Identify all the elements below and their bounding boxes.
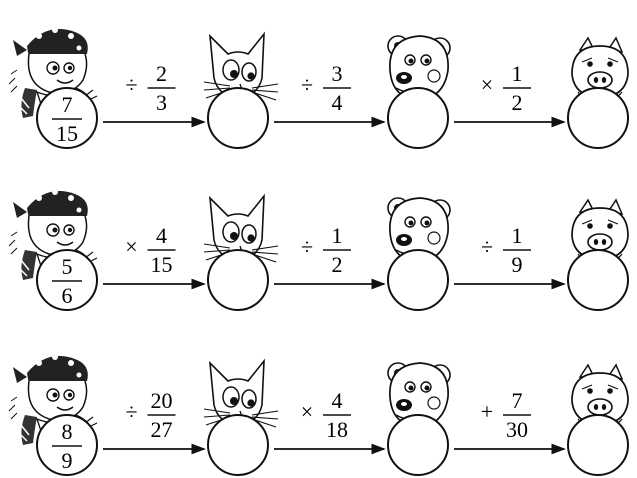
operator-symbol: ÷: [125, 72, 137, 97]
operand-denominator: 27: [151, 417, 173, 442]
start-numerator: 8: [62, 419, 73, 444]
operation-3: +7 30: [481, 388, 531, 442]
start-denominator: 6: [62, 283, 73, 308]
operand-denominator: 9: [512, 252, 523, 277]
operator-symbol: ×: [301, 399, 313, 424]
operator-symbol: ×: [125, 234, 137, 259]
operand-numerator: 3: [332, 61, 343, 86]
answer-circle-3[interactable]: [567, 249, 629, 311]
operator-symbol: ÷: [301, 234, 313, 259]
operand-numerator: 7: [512, 388, 523, 413]
operation-3: × 1 2: [481, 61, 531, 115]
start-denominator: 15: [56, 121, 78, 146]
answer-circle-1[interactable]: [207, 87, 269, 149]
operand-numerator: 1: [512, 61, 523, 86]
start-circle: [36, 87, 98, 149]
operand-numerator: 1: [512, 223, 523, 248]
operation-1: ÷ 2 3: [125, 61, 176, 115]
answer-circle-2[interactable]: [387, 87, 449, 149]
operator-symbol: ÷: [301, 72, 313, 97]
start-fraction: 715: [52, 92, 82, 146]
start-denominator: 9: [62, 448, 73, 473]
operand-numerator: 1: [332, 223, 343, 248]
row-2: 56×415÷12÷19: [8, 188, 629, 311]
answer-circle-3[interactable]: [567, 87, 629, 149]
operation-1: × 4 15: [125, 223, 176, 277]
operand-numerator: 4: [332, 388, 343, 413]
operand-numerator: 20: [151, 388, 173, 413]
operation-2: ÷ 3 4: [301, 61, 351, 115]
operand-numerator: 4: [156, 223, 167, 248]
operand-denominator: 4: [332, 90, 343, 115]
operand-denominator: 18: [326, 417, 348, 442]
answer-circle-1[interactable]: [207, 249, 269, 311]
operand-denominator: 2: [332, 252, 343, 277]
operand-denominator: 3: [156, 90, 167, 115]
start-numerator: 5: [62, 254, 73, 279]
start-numerator: 7: [62, 92, 73, 117]
operand-denominator: 30: [506, 417, 528, 442]
start-fraction: 89: [52, 419, 82, 473]
operand-numerator: 2: [156, 61, 167, 86]
operand-denominator: 15: [151, 252, 173, 277]
operator-symbol: +: [481, 399, 493, 424]
row-1: 715÷23÷34×12: [8, 26, 629, 149]
operator-symbol: ÷: [125, 399, 137, 424]
operator-symbol: ÷: [481, 234, 493, 259]
operation-1: ÷ 20 27: [125, 388, 176, 442]
answer-circle-2[interactable]: [387, 414, 449, 476]
operation-2: ÷ 1 2: [301, 223, 351, 277]
operation-3: ÷ 1 9: [481, 223, 531, 277]
operand-denominator: 2: [512, 90, 523, 115]
start-fraction: 56: [52, 254, 82, 308]
answer-circle-1[interactable]: [207, 414, 269, 476]
operation-2: × 4 18: [301, 388, 351, 442]
answer-circle-2[interactable]: [387, 249, 449, 311]
operator-symbol: ×: [481, 72, 493, 97]
start-circle: [36, 249, 98, 311]
start-circle: [36, 414, 98, 476]
answer-circle-3[interactable]: [567, 414, 629, 476]
